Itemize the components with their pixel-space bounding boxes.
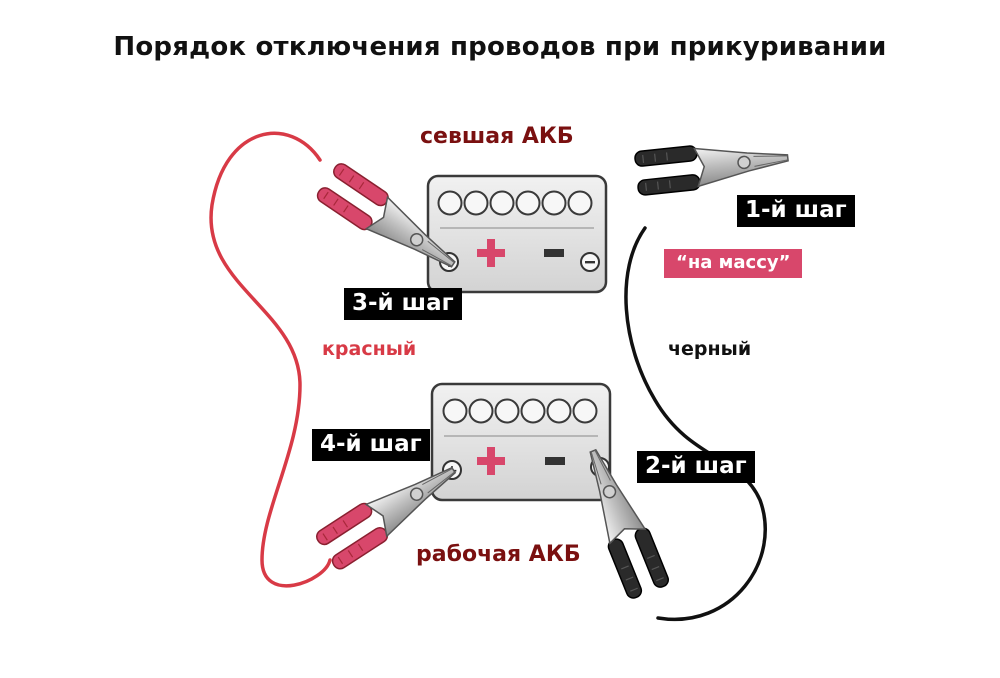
red-wire <box>209 131 332 588</box>
plus-sign <box>477 239 505 267</box>
diagram-title: Порядок отключения проводов при прикурив… <box>113 32 887 62</box>
dead-battery-label: севшая АКБ <box>420 124 574 149</box>
step-3-badge: 3-й шаг <box>344 288 462 320</box>
step-2-badge: 2-й шаг <box>637 451 755 483</box>
plus-sign <box>477 447 505 475</box>
battery-cell-caps <box>442 398 598 424</box>
black-wire-label: черный <box>668 338 752 360</box>
ground-tag: “на массу” <box>664 249 803 278</box>
working-battery-label: рабочая АКБ <box>416 542 581 567</box>
step-1-badge: 1-й шаг <box>737 195 855 227</box>
dead-battery: + <box>426 174 608 294</box>
red-wire-label: красный <box>322 338 417 360</box>
minus-sign <box>545 457 565 465</box>
black-clamp-ground <box>633 135 791 197</box>
working-battery: + <box>430 382 612 502</box>
battery-cell-caps <box>437 190 593 216</box>
minus-sign <box>544 249 564 257</box>
step-4-badge: 4-й шаг <box>312 429 430 461</box>
